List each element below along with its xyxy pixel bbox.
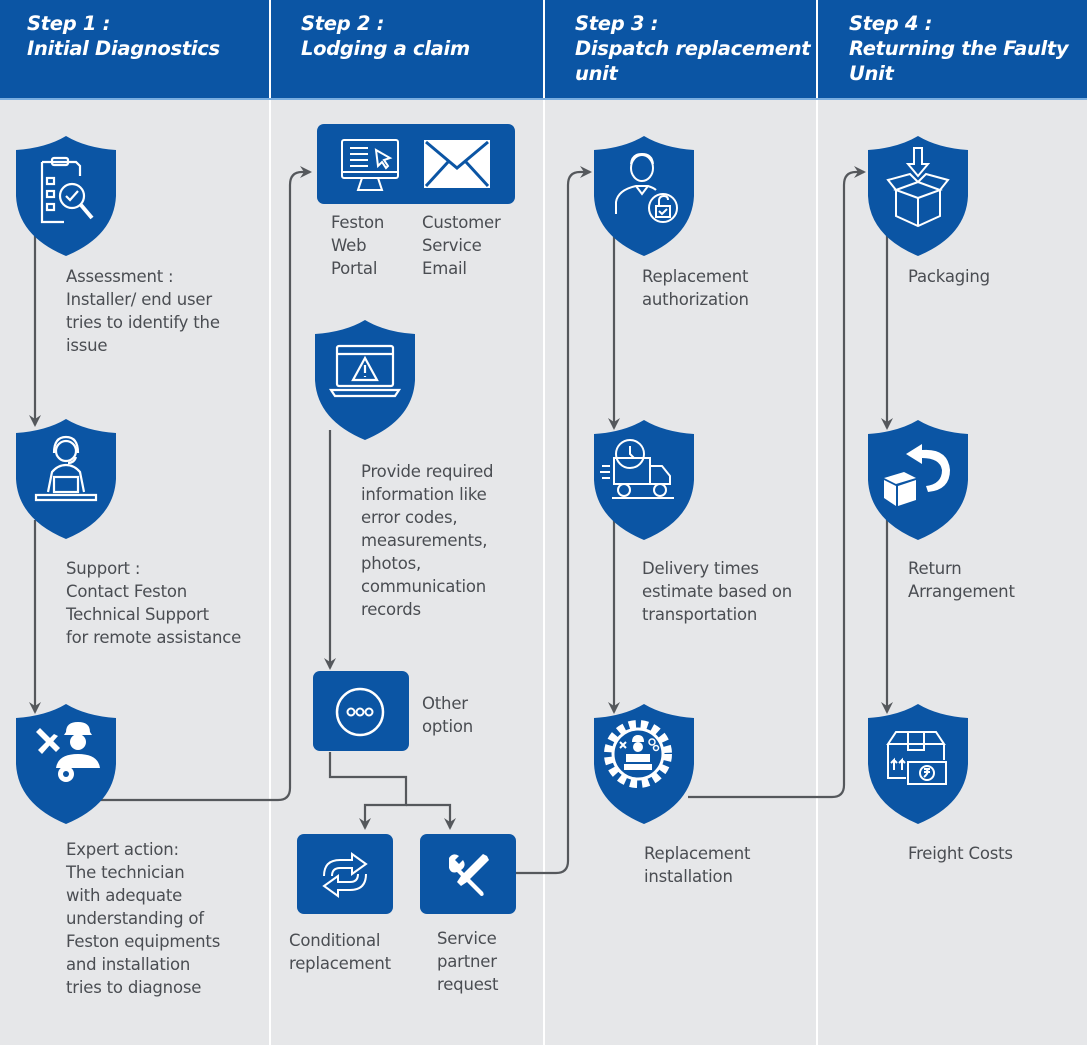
freight-costs-label: Freight Costs bbox=[908, 844, 1013, 863]
more-options-icon bbox=[335, 687, 385, 737]
shield-return-arrangement bbox=[868, 420, 968, 540]
support-label: Support : Contact Feston Technical Suppo… bbox=[66, 559, 242, 647]
step-2-header: Step 2 : Lodging a claim bbox=[271, 0, 543, 98]
shield-provide-information bbox=[315, 320, 415, 440]
shield-packaging bbox=[868, 136, 968, 256]
shield-delivery-times bbox=[594, 420, 694, 540]
return-arrangement-label: Return Arrangement bbox=[908, 559, 1015, 601]
box-currency-freight-icon bbox=[886, 731, 947, 785]
shield-expert-action bbox=[16, 704, 116, 824]
expert-action-label: Expert action: The technician with adequ… bbox=[66, 840, 221, 997]
technician-tools-gear-icon bbox=[36, 722, 100, 782]
email-envelope-icon bbox=[424, 140, 490, 188]
step-3-header: Step 3 : Dispatch replacement unit bbox=[545, 0, 816, 98]
person-unlock-icon bbox=[615, 152, 678, 223]
other-option-box bbox=[313, 671, 409, 751]
conditional-replacement-box bbox=[297, 834, 393, 914]
replacement-installation-label: Replacement installation bbox=[644, 844, 751, 886]
web-portal-monitor-icon bbox=[341, 139, 399, 191]
step-1-header: Step 1 : Initial Diagnostics bbox=[0, 0, 269, 98]
shield-replacement-installation bbox=[594, 704, 694, 824]
box-return-arrow-icon bbox=[884, 444, 950, 506]
shield-support bbox=[16, 419, 116, 539]
support-agent-headset-icon bbox=[34, 435, 98, 502]
shield-assessment bbox=[16, 136, 116, 256]
delivery-times-label: Delivery times estimate based on transpo… bbox=[642, 559, 793, 624]
laptop-warning-icon bbox=[328, 344, 402, 398]
customer-service-email-label: Customer Service Email bbox=[422, 213, 501, 278]
service-partner-label: Service partner request bbox=[437, 929, 499, 994]
worker-gear-installation-icon bbox=[604, 720, 672, 788]
wrench-screwdriver-icon bbox=[449, 854, 489, 896]
web-portal-label: Feston Web Portal bbox=[331, 213, 385, 278]
packaging-label: Packaging bbox=[908, 267, 990, 286]
conditional-replacement-label: Conditional replacement bbox=[289, 931, 391, 973]
shield-freight-costs bbox=[868, 704, 968, 824]
assessment-label: Assessment : Installer/ end user tries t… bbox=[66, 267, 220, 355]
clipboard-check-search-icon bbox=[40, 156, 94, 224]
step-4-header: Step 4 : Returning the Faulty Unit bbox=[818, 0, 1087, 98]
replacement-authorization-label: Replacement authorization bbox=[642, 267, 749, 309]
exchange-arrows-icon bbox=[322, 852, 368, 898]
other-option-label: Other option bbox=[422, 694, 473, 736]
shield-replacement-authorization bbox=[594, 136, 694, 256]
provide-information-label: Provide required information like error … bbox=[361, 462, 494, 619]
delivery-truck-clock-icon bbox=[600, 439, 674, 499]
box-packaging-icon bbox=[886, 147, 950, 228]
header-underline bbox=[0, 98, 1087, 100]
